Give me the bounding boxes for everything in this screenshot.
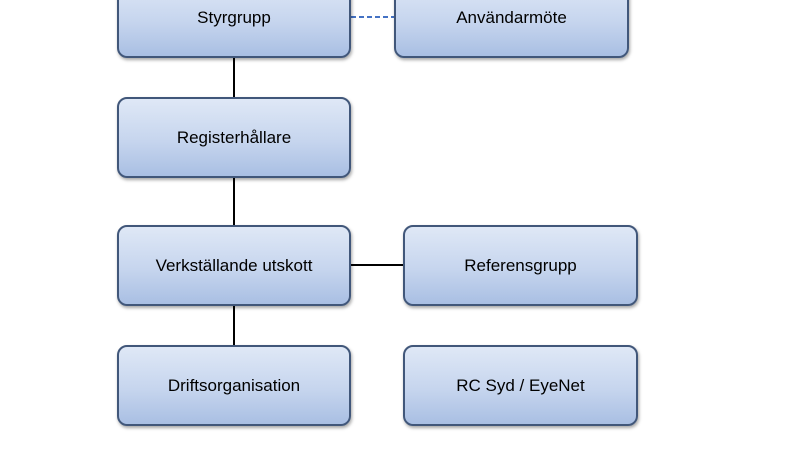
node-label: Styrgrupp: [197, 8, 271, 27]
node-label: Registerhållare: [176, 127, 292, 147]
node-driftsorganisation: Driftsorganisation: [117, 345, 351, 426]
node-registerhallare: Registerhållare: [117, 97, 351, 178]
node-anvandarmote: Användarmöte: [394, 0, 629, 58]
node-label: Verkställande utskott: [155, 255, 313, 275]
node-verkstallande-utskott: Verkställande utskott: [117, 225, 351, 306]
node-label: RC Syd / EyeNet: [456, 375, 585, 395]
node-label: Användarmöte: [456, 8, 567, 27]
node-label: Referensgrupp: [464, 255, 577, 275]
node-rc-syd-eyenet: RC Syd / EyeNet: [403, 345, 638, 426]
node-label: Driftsorganisation: [167, 375, 301, 395]
node-referensgrupp: Referensgrupp: [403, 225, 638, 306]
node-styrgrupp: Styrgrupp: [117, 0, 351, 58]
